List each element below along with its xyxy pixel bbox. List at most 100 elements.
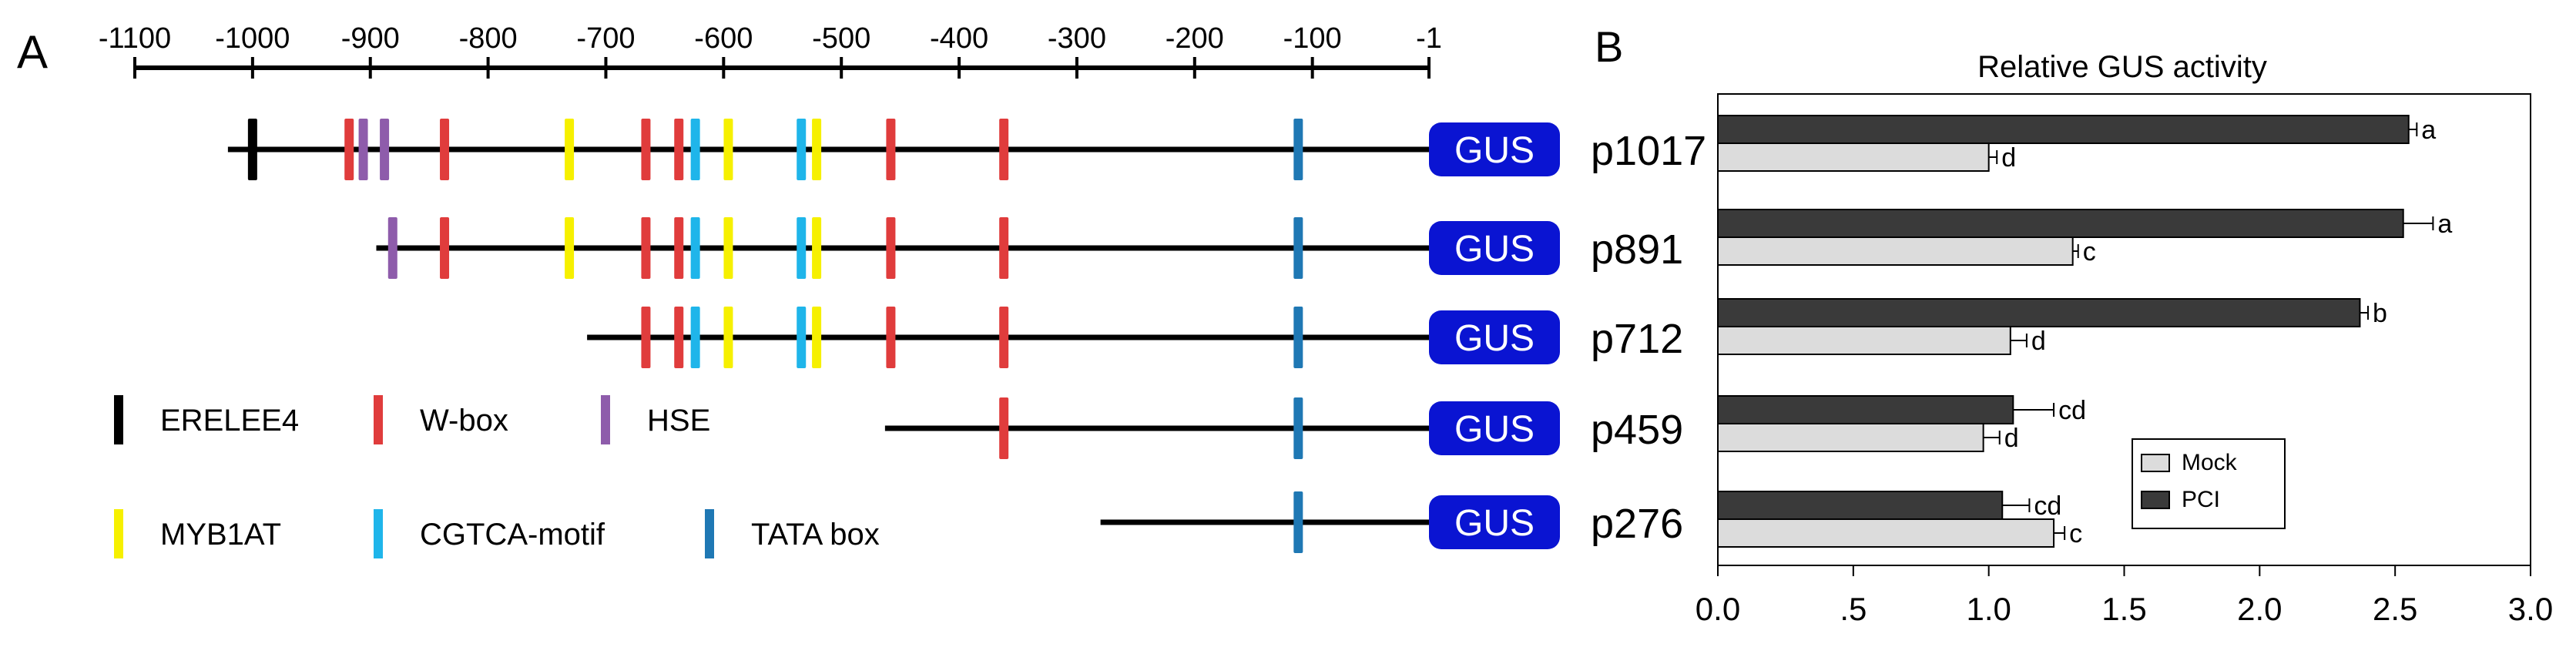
x-tick-label: 2.0 [2237, 591, 2282, 627]
motif-myb1at [723, 119, 733, 180]
motif-cgtca-motif [690, 217, 700, 279]
panel-b-label: B [1595, 22, 1623, 71]
motif-myb1at [565, 119, 575, 180]
motif-cgtca-motif [797, 119, 807, 180]
legend-swatch-mock [2141, 454, 2170, 472]
motif-cgtca-motif [797, 307, 807, 368]
gus-label: GUS [1454, 229, 1535, 270]
scale-tick-label: -1100 [99, 22, 171, 55]
motif-tata-box [1293, 307, 1303, 368]
motif-tata-box [1293, 119, 1303, 180]
gus-label: GUS [1454, 409, 1535, 450]
x-tick-label: .5 [1840, 591, 1867, 627]
scale-tick-label: -500 [812, 22, 870, 55]
scale-tick-label: -700 [576, 22, 635, 55]
motif-w-box [999, 217, 1009, 279]
motif-w-box [674, 307, 684, 368]
legend-label: W-box [420, 404, 508, 438]
motif-cgtca-motif [797, 217, 807, 279]
gus-box [1429, 310, 1560, 364]
bar-mock-p276 [1717, 518, 2055, 548]
x-tick-label: 1.0 [1966, 591, 2011, 627]
x-tick-label: 2.5 [2373, 591, 2417, 627]
motif-w-box [440, 119, 450, 180]
legend-swatch [114, 395, 123, 444]
motif-hse [380, 119, 390, 180]
significance-label: d [2031, 327, 2046, 356]
gus-box [1429, 221, 1560, 275]
legend-swatch-pci [2141, 491, 2170, 509]
scale-tick-label: -300 [1048, 22, 1106, 55]
motif-w-box [440, 217, 450, 279]
motif-tata-box [1293, 397, 1303, 459]
construct-name: p712 [1591, 316, 1683, 362]
motif-myb1at [812, 217, 822, 279]
motif-w-box [674, 119, 684, 180]
construct-name: p1017 [1591, 128, 1706, 174]
scale-tick-label: -200 [1166, 22, 1224, 55]
construct-name: p891 [1591, 226, 1683, 273]
motif-myb1at [723, 217, 733, 279]
construct-p891: GUS p891 [376, 217, 1683, 279]
construct-p712: GUS p712 [587, 307, 1683, 368]
gus-label: GUS [1454, 130, 1535, 171]
motif-myb1at [812, 119, 822, 180]
motif-erelee4 [247, 119, 257, 180]
motif-w-box [999, 307, 1009, 368]
significance-label: c [2069, 519, 2082, 548]
gus-box [1429, 122, 1560, 176]
scale-tick-label: -1 [1416, 22, 1442, 55]
x-tick-label: 0.0 [1696, 591, 1740, 627]
motif-w-box [641, 217, 651, 279]
significance-label: a [2421, 116, 2436, 145]
legend-label: ERELEE4 [160, 404, 299, 438]
motif-w-box [999, 397, 1009, 459]
scale-tick-label: -1000 [215, 22, 290, 55]
motif-w-box [641, 307, 651, 368]
gus-box [1429, 495, 1560, 549]
motif-w-box [674, 217, 684, 279]
scale-tick-label: -100 [1283, 22, 1342, 55]
significance-label: a [2437, 210, 2452, 239]
bar-pci-p1017 [1717, 115, 2410, 144]
construct-name: p276 [1591, 501, 1683, 547]
motif-hse [387, 217, 397, 279]
significance-label: d [2001, 143, 2016, 173]
construct-p459: GUS p459 [884, 397, 1683, 459]
significance-label: c [2083, 237, 2096, 267]
scale-tick-label: -400 [930, 22, 988, 55]
motif-tata-box [1293, 491, 1303, 553]
construct-p1017: GUS p1017 [227, 119, 1706, 180]
legend-swatch [601, 395, 610, 444]
chart-title: Relative GUS activity [1977, 50, 2267, 84]
motif-cgtca-motif [690, 119, 700, 180]
motif-hse [358, 119, 368, 180]
motif-myb1at [723, 307, 733, 368]
motif-myb1at [812, 307, 822, 368]
gus-label: GUS [1454, 318, 1535, 359]
scale-tick-label: -800 [459, 22, 518, 55]
scale-tick-label: -900 [341, 22, 400, 55]
bar-mock-p459 [1717, 423, 1984, 452]
legend-label: MYB1AT [160, 518, 281, 552]
legend-swatch [114, 509, 123, 558]
legend-label-pci: PCI [2182, 487, 2220, 512]
significance-label: b [2373, 299, 2387, 328]
legend-label: CGTCA-motif [420, 518, 605, 552]
legend-label: TATA box [751, 518, 880, 552]
motif-tata-box [1293, 217, 1303, 279]
panel-a: A -1100-1000-900-800-700-600-500-400-300… [17, 22, 1706, 558]
construct-name: p459 [1591, 407, 1683, 453]
motif-w-box [886, 217, 896, 279]
motif-w-box [641, 119, 651, 180]
bar-mock-p712 [1717, 326, 2011, 355]
motif-w-box [344, 119, 354, 180]
significance-label: cd [2058, 396, 2086, 425]
motif-myb1at [565, 217, 575, 279]
